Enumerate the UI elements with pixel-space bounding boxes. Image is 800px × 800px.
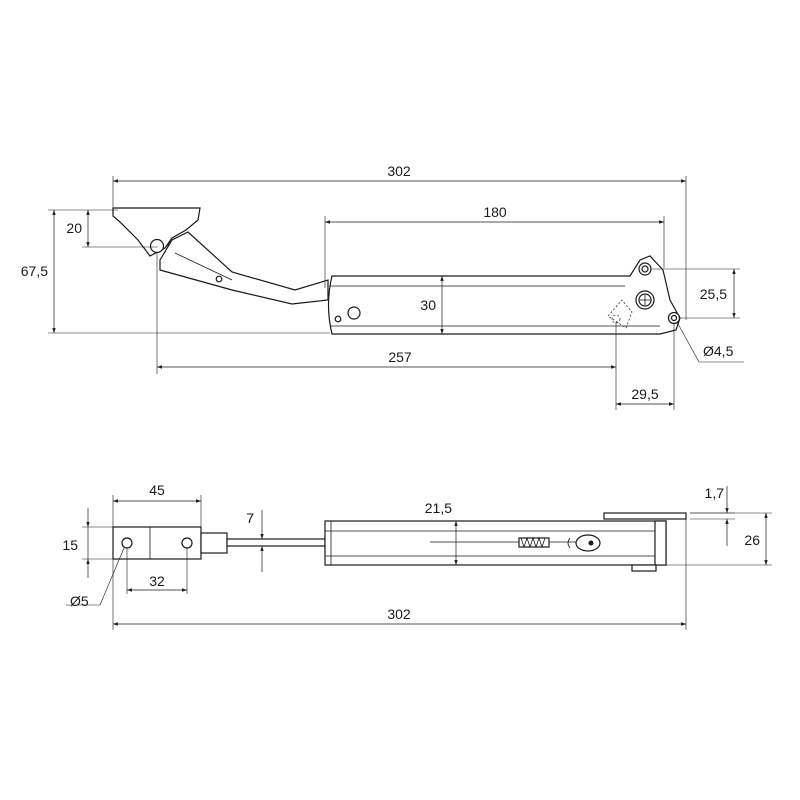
side-view: 302 180 20 67,5 30 257 25,5 Ø4,5	[21, 163, 744, 410]
side-dim-overall-length: 302	[387, 163, 411, 179]
top-dim-plate-width: 45	[149, 482, 165, 498]
side-dim-bracket-height: 20	[66, 220, 82, 236]
side-dim-housing-height: 30	[420, 297, 436, 313]
top-dim-bracket-thickness: 1,7	[705, 485, 725, 501]
top-body	[324, 512, 687, 572]
top-dim-overall-length: 302	[387, 606, 411, 622]
side-dim-housing-length: 180	[483, 204, 507, 220]
top-dim-total-depth: 26	[744, 532, 760, 548]
top-dim-arm-thickness: 7	[246, 510, 254, 526]
side-dim-hole-spacing-vertical: 25,5	[700, 286, 727, 302]
side-dim-pivot-span: 257	[388, 349, 412, 365]
side-dim-hole-diameter: Ø4,5	[703, 343, 734, 359]
top-dim-hole-spacing: 32	[149, 573, 165, 589]
side-dim-hole-spacing-horizontal: 29,5	[631, 386, 658, 402]
top-view: 45 15 7 32 Ø5 21,5 1,7	[62, 482, 772, 630]
top-dim-body-depth: 21,5	[425, 500, 452, 516]
housing	[327, 255, 681, 335]
top-dim-plate-height: 15	[62, 537, 78, 553]
stay-arm	[159, 231, 329, 305]
side-dim-total-height: 67,5	[21, 263, 48, 279]
top-dim-hole-diameter: Ø5	[70, 593, 89, 609]
top-mount-plate	[112, 526, 228, 560]
